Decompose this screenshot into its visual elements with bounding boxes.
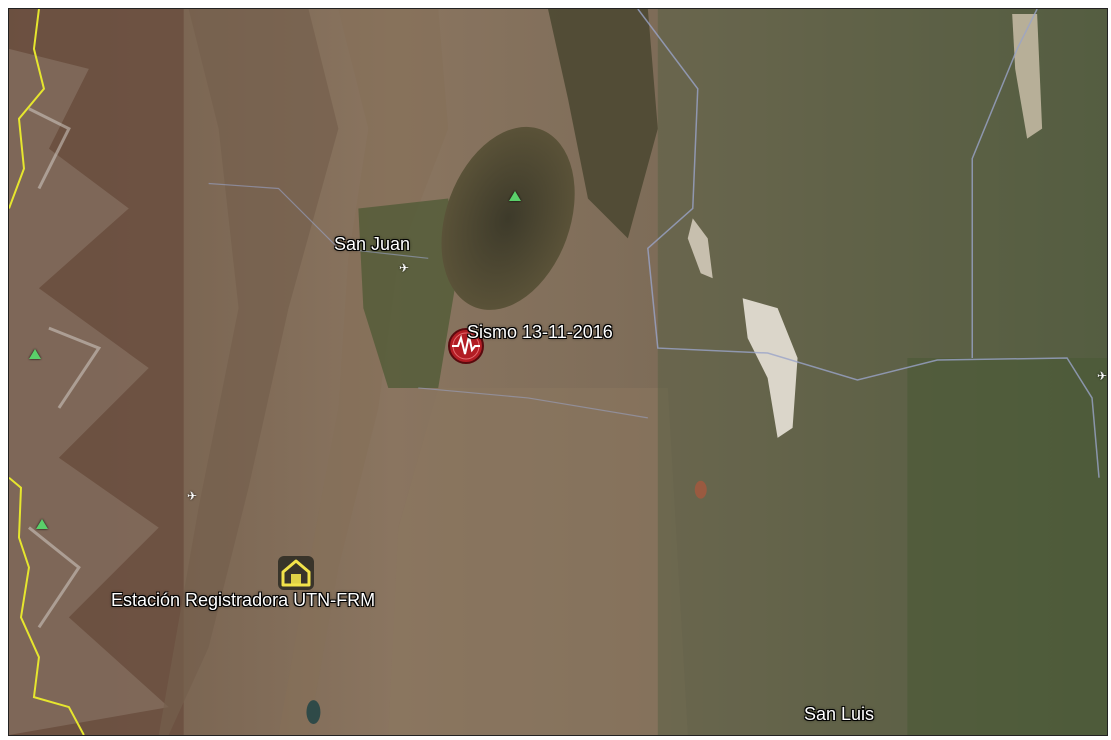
airplane-icon[interactable]: ✈ [187, 489, 198, 503]
earthquake-icon[interactable] [447, 327, 485, 365]
city-label-san-juan[interactable]: San Juan [334, 234, 411, 254]
airplane-icon[interactable]: ✈ [399, 261, 410, 275]
mountain-peak-icon[interactable] [29, 349, 41, 359]
station-label[interactable]: Estación Registradora UTN-FRM [111, 590, 376, 610]
airplane-icon[interactable]: ✈ [1097, 369, 1108, 383]
mountain-peak-icon[interactable] [36, 519, 48, 529]
city-label-san-luis[interactable]: San Luis [804, 704, 875, 724]
earthquake-label[interactable]: Sismo 13-11-2016 [467, 322, 613, 342]
house-icon[interactable] [277, 555, 315, 591]
satellite-map[interactable]: ✈ ✈ ✈ San Juan Sismo 13-11-2016 Estación… [8, 8, 1108, 736]
mountain-peak-icon[interactable] [509, 191, 521, 201]
terrain-imagery [9, 9, 1107, 735]
